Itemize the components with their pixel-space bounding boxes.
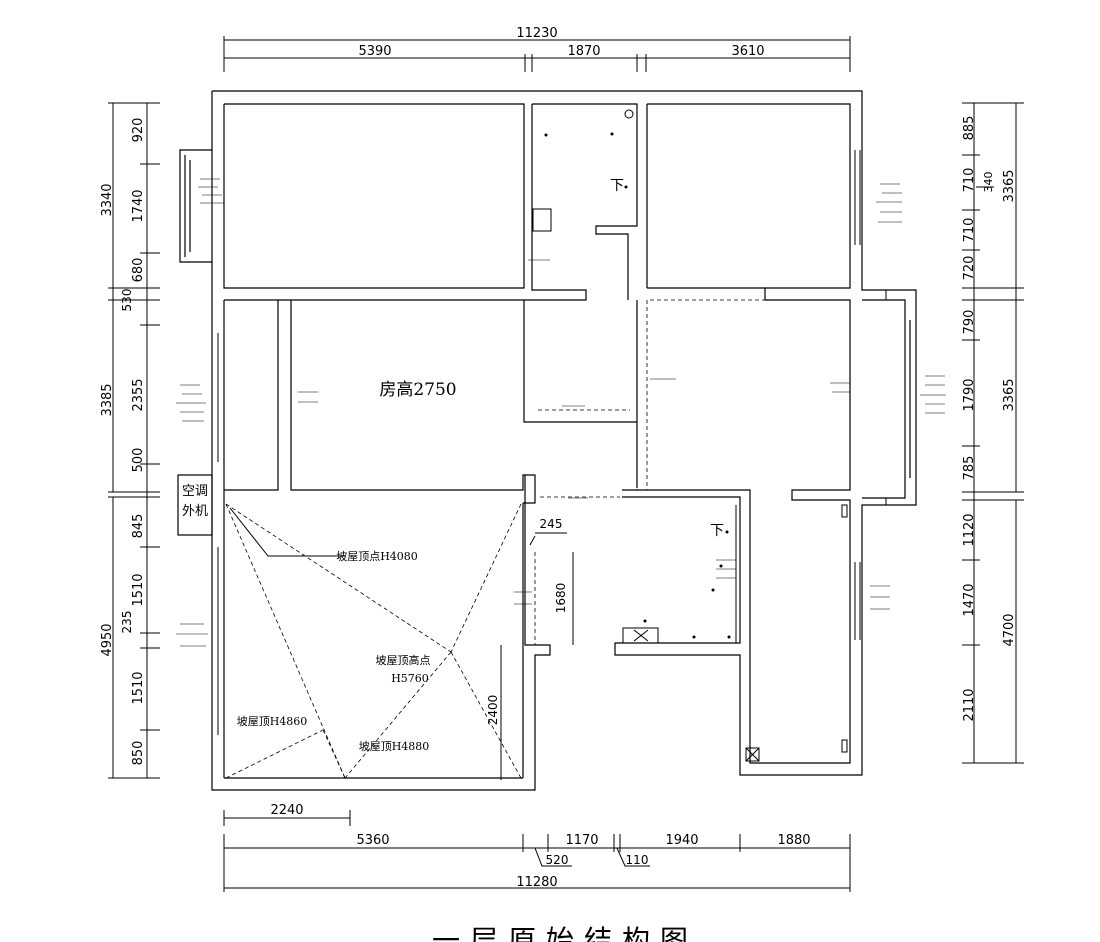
dim-bottom-seg-4: 1880: [777, 833, 810, 848]
roof-peak-label-2: H5760: [391, 672, 429, 685]
micro-annotations: [176, 178, 946, 647]
dim-top-seg-2: 1870: [567, 44, 600, 59]
dim-right-seg-9: 1470: [962, 583, 977, 616]
dim-right-seg-6: 1790: [962, 378, 977, 411]
dim-top-seg-1: 5390: [358, 44, 391, 59]
dim-left-seg-1: 920: [131, 118, 146, 143]
dim-bottom-small-1: 520: [546, 853, 569, 867]
dim-left-seg-9: 235: [120, 611, 134, 634]
dim-right-seg-8: 1120: [962, 513, 977, 546]
dim-left-seg-8: 1510: [131, 573, 146, 606]
dim-top-total: 11230: [516, 26, 557, 41]
down-label-stair-1: 下: [610, 178, 624, 194]
dim-right-total-1: 3365: [1002, 169, 1017, 202]
dim-bottom-seg-1: 5360: [356, 833, 389, 848]
dim-left-seg-5: 2355: [131, 378, 146, 411]
roof-peak-label-1: 坡屋顶高点: [376, 653, 431, 667]
dim-left-seg-4: 530: [120, 289, 134, 312]
roof-ridge-label: 坡屋顶点H4080: [336, 550, 418, 563]
walls: [177, 90, 917, 791]
dim-left-seg-7: 845: [131, 514, 146, 539]
dim-left-seg-2: 1740: [131, 189, 146, 222]
dim-left-seg-11: 850: [131, 741, 146, 766]
down-label-stair-2: 下: [710, 523, 724, 539]
dim-right-seg-7: 785: [962, 456, 977, 481]
dim-bottom-seg-3: 1940: [665, 833, 698, 848]
windows: [211, 150, 861, 735]
dim-bottom-seg-2: 1170: [565, 833, 598, 848]
dim-right-seg-1: 885: [962, 116, 977, 141]
dim-left-total-3: 4950: [100, 623, 115, 656]
dim-right-total-3: 4700: [1002, 613, 1017, 646]
roof-lines: [225, 503, 522, 779]
bottom-dimensions: 2240 5360 1170 1940 1880 520 110 11280: [223, 803, 851, 892]
dim-right-seg-5: 790: [962, 310, 977, 335]
dim-left-seg-6: 500: [131, 448, 146, 473]
dim-bottom-small-2: 110: [626, 853, 649, 867]
dim-left-seg-10: 1510: [131, 671, 146, 704]
labels: 房高2750 空调 外机 坡屋顶点H4080 坡屋顶高点 H5760 坡屋顶H4…: [182, 178, 729, 942]
dim-right-seg-3: 710: [962, 218, 977, 243]
left-dimensions: 3340 3385 4950 920 1740 680 530 2355 500…: [100, 102, 160, 779]
top-dimensions: 11230 5390 1870 3610: [223, 26, 851, 72]
dim-right-seg-2: 710: [962, 168, 977, 193]
dim-bottom-inner: 2240: [270, 803, 303, 818]
dim-left-seg-3: 680: [131, 258, 146, 283]
dim-top-seg-3: 3610: [731, 44, 764, 59]
roof-left-label: 坡屋顶H4860: [237, 715, 308, 728]
dim-right-seg-4: 720: [962, 256, 977, 281]
dashed-openings: [277, 237, 851, 645]
dim-left-total-2: 3385: [100, 383, 115, 416]
dim-inner-2400: 2400: [486, 695, 500, 726]
inner-dimensions: 245 1680 2400: [486, 517, 574, 780]
ac-unit-label-2: 外机: [182, 504, 208, 519]
dim-left-total-1: 3340: [100, 183, 115, 216]
dim-right-total-2: 3365: [1002, 378, 1017, 411]
dim-right-small: 340: [982, 172, 995, 193]
floor-drain: [745, 747, 760, 762]
drawing-title: 一层原始结构图: [432, 924, 698, 942]
pipe-circle: [624, 109, 634, 119]
dim-inner-245: 245: [540, 517, 563, 531]
column-block: [532, 208, 552, 232]
roof-right-label: 坡屋顶H4880: [359, 740, 430, 753]
dim-inner-1680: 1680: [554, 583, 568, 614]
room-height-label: 房高2750: [379, 380, 456, 400]
dim-right-seg-10: 2110: [962, 688, 977, 721]
vent-box: [622, 627, 659, 644]
right-dimensions: 885 710 710 720 790 1790 785 1120 1470 2…: [962, 102, 1024, 764]
dim-bottom-total: 11280: [516, 875, 557, 890]
ac-unit-label-1: 空调: [182, 484, 208, 499]
fixtures: [532, 109, 887, 762]
